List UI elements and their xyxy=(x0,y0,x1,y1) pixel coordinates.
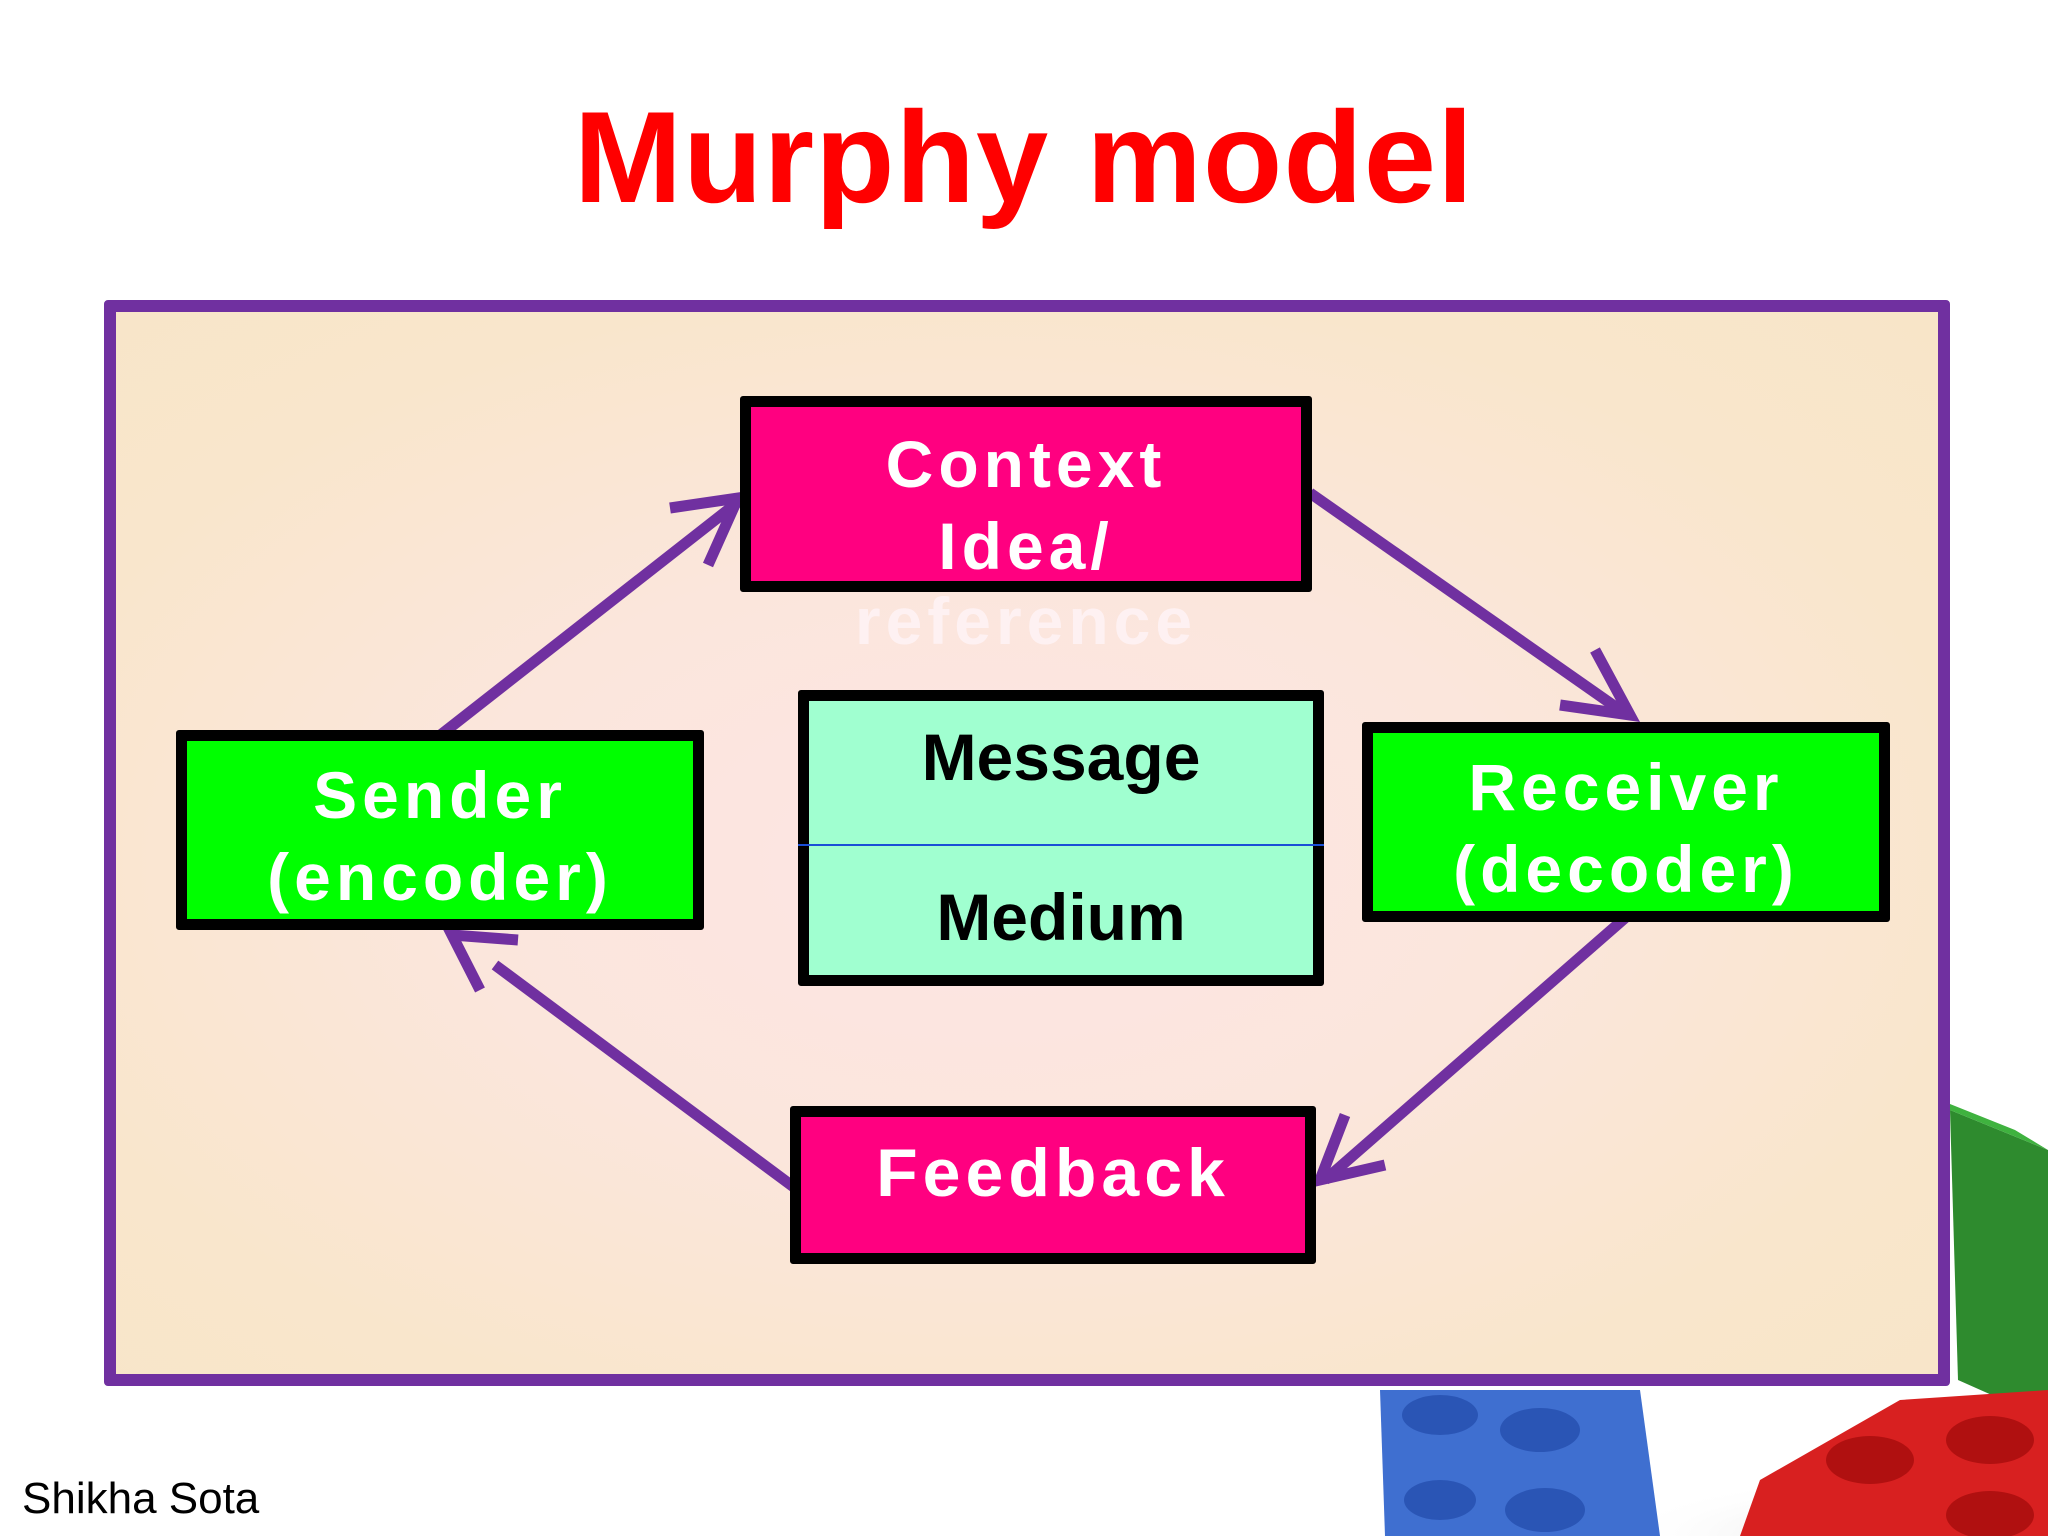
medium-label: Medium xyxy=(936,880,1186,954)
message-medium-box: Message Medium xyxy=(798,690,1324,986)
message-medium-divider xyxy=(798,844,1324,846)
sender-box: Sender (encoder) xyxy=(176,730,704,930)
arrow-head-receiver xyxy=(1559,647,1641,722)
message-label: Message xyxy=(921,720,1201,794)
arrow-head-feedback xyxy=(1311,1113,1387,1188)
context-label-line1: Context xyxy=(885,427,1167,501)
slide-title: Murphy model xyxy=(573,84,1475,230)
receiver-label-line1: Receiver xyxy=(1468,750,1784,824)
context-label-line3: reference xyxy=(854,584,1198,658)
author-footer: Shikha Sota xyxy=(22,1474,260,1523)
arrow-head-context xyxy=(669,491,748,568)
sender-label-line2: (encoder) xyxy=(267,840,613,914)
context-box: Context Idea/ xyxy=(740,396,1312,592)
receiver-label-line2: (decoder) xyxy=(1453,832,1799,906)
arrow-head-sender xyxy=(442,928,519,993)
arrow-context-to-receiver xyxy=(1306,488,1624,715)
context-label-line2: Idea/ xyxy=(938,509,1114,583)
sender-label-line1: Sender xyxy=(313,758,567,832)
arrow-receiver-to-feedback xyxy=(1321,913,1629,1185)
arrow-sender-to-context xyxy=(434,497,742,742)
feedback-box: Feedback xyxy=(790,1106,1316,1264)
feedback-label: Feedback xyxy=(876,1135,1230,1211)
receiver-box: Receiver (decoder) xyxy=(1362,722,1890,922)
arrow-feedback-to-sender xyxy=(491,960,799,1193)
